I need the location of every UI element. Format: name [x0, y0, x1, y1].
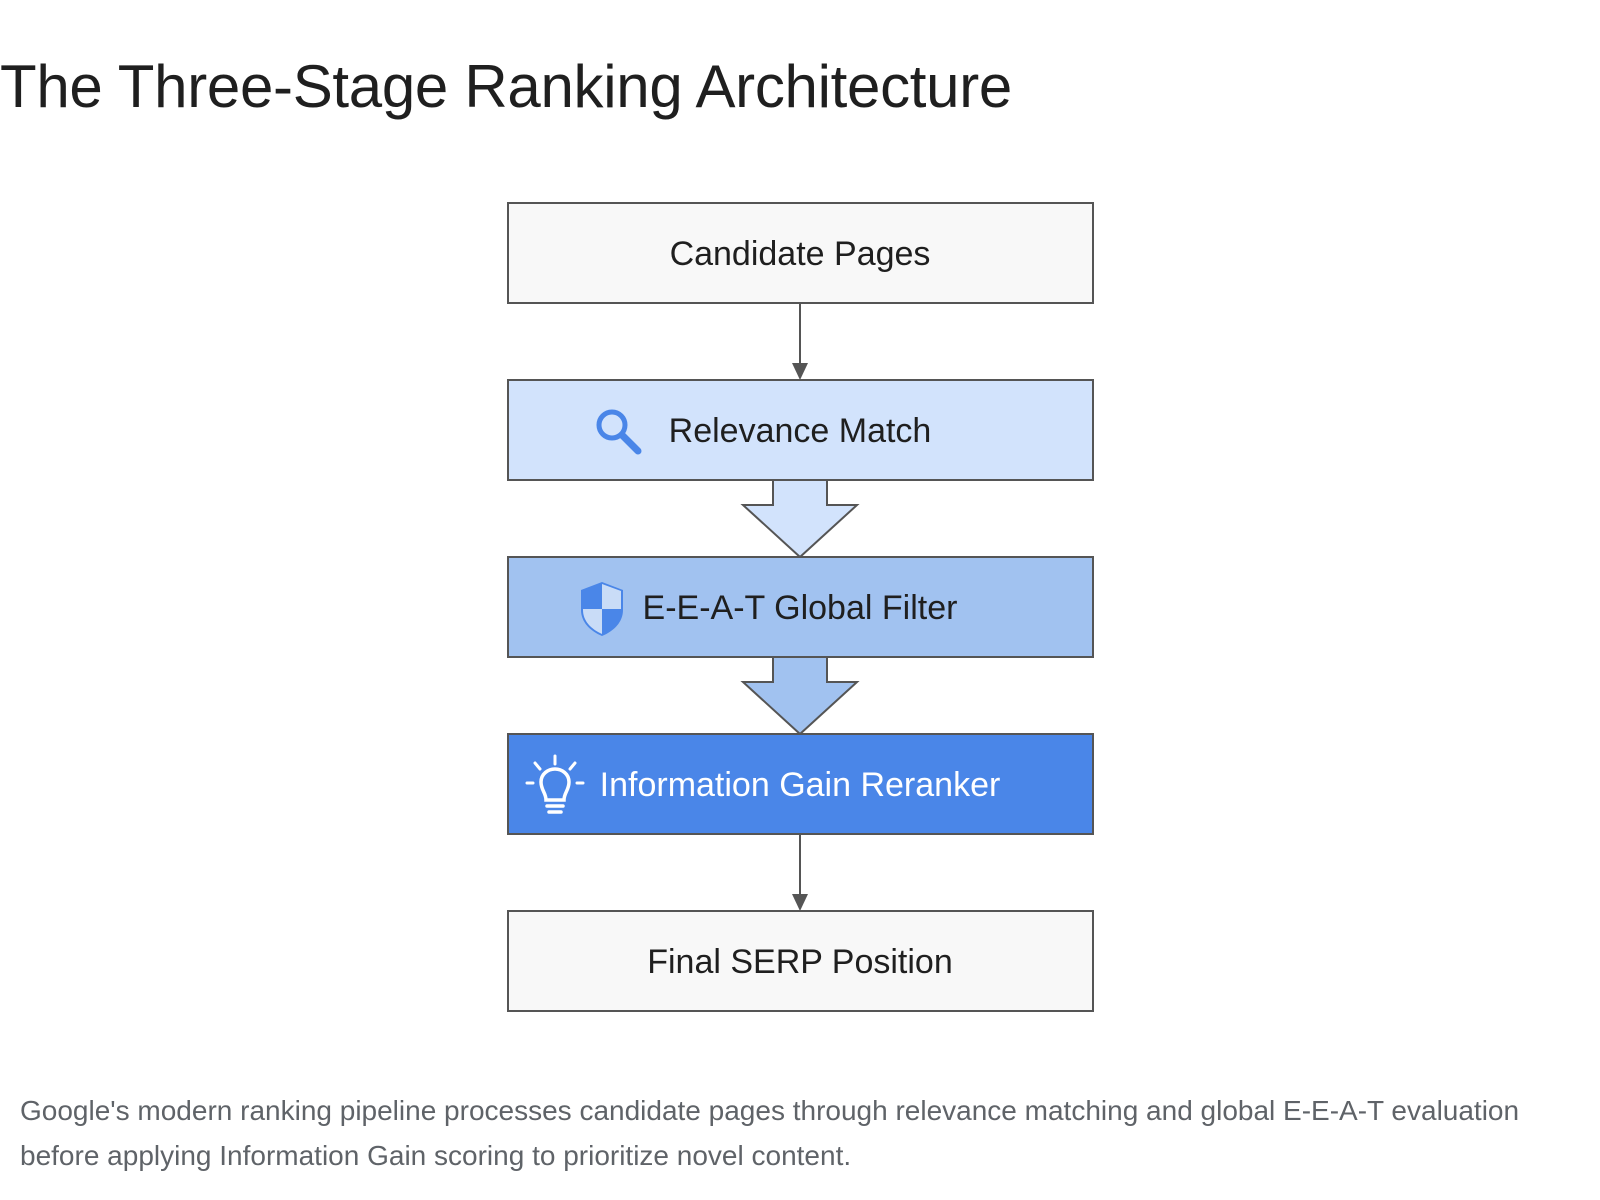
lightbulb-icon	[525, 754, 585, 814]
figure-caption: Google's modern ranking pipeline process…	[20, 1095, 1520, 1171]
connector-infogain-to-final	[792, 834, 808, 911]
search-icon	[596, 409, 642, 455]
stage-final-serp-position: Final SERP Position	[507, 910, 1094, 1012]
page-title: The Three-Stage Ranking Architecture	[0, 53, 1012, 120]
stage-label-relevance-match: Relevance Match	[669, 412, 932, 450]
stage-candidate-pages: Candidate Pages	[507, 202, 1094, 304]
stage-label-candidate-pages: Candidate Pages	[670, 235, 931, 273]
shield-icon	[581, 582, 623, 636]
stage-information-gain-reranker: Information Gain Reranker	[507, 733, 1094, 835]
block-arrow-eeat-to-infogain	[740, 656, 860, 736]
stage-label-final-serp-position: Final SERP Position	[647, 943, 953, 981]
block-arrow-relevance-to-eeat	[740, 479, 860, 559]
stage-label-information-gain-reranker: Information Gain Reranker	[600, 766, 1001, 804]
ranking-pipeline-diagram: Candidate Pages Relevance Match E-E-A-T …	[507, 202, 1094, 1012]
stage-relevance-match: Relevance Match	[507, 379, 1094, 481]
stage-eeat-global-filter: E-E-A-T Global Filter	[507, 556, 1094, 658]
stage-label-eeat-global-filter: E-E-A-T Global Filter	[643, 589, 958, 627]
connector-candidate-to-relevance	[792, 303, 808, 380]
